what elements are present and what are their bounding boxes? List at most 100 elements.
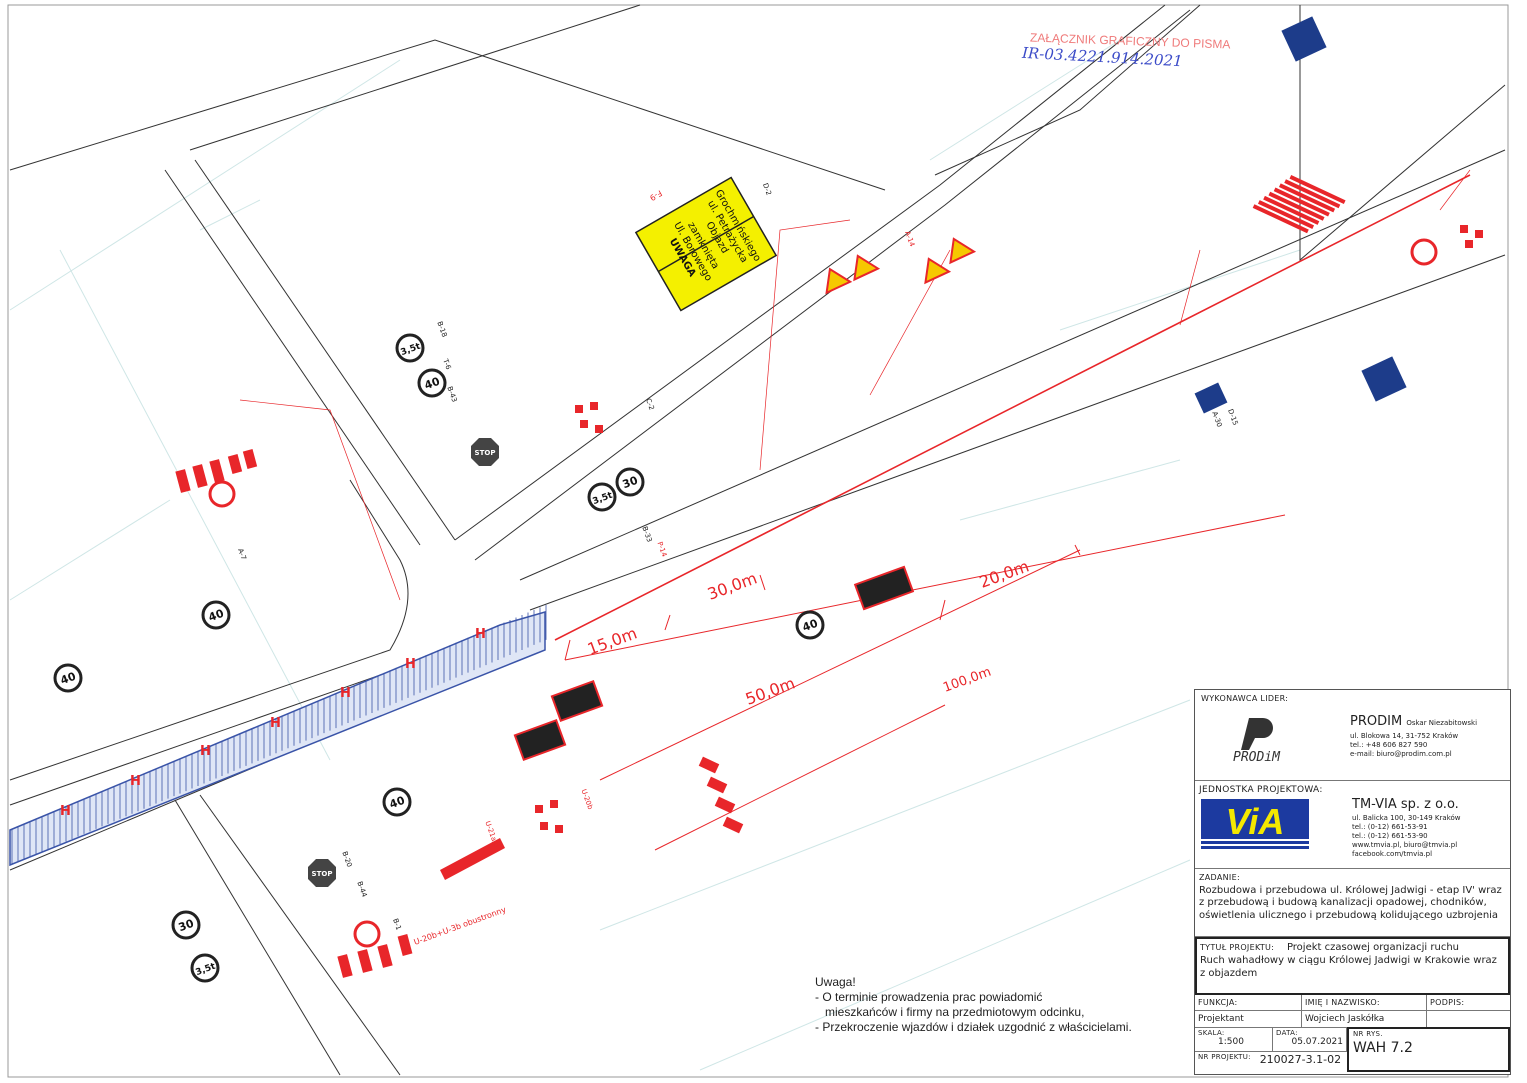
pedestrian-crossing-signs (1194, 16, 1407, 414)
designer-name: TM-VIA sp. z o.o. (1352, 797, 1459, 812)
zebra-stripe (1273, 187, 1330, 217)
sign-weight: 3,5t (587, 482, 617, 512)
sign-code-label: P-14 (655, 541, 668, 559)
svg-text:H: H (340, 686, 351, 701)
contractor-name: PRODIM (1350, 714, 1403, 729)
note-line: - Przekroczenie wjazdów i działek uzgodn… (815, 1020, 1132, 1034)
sign-code-label: B-33 (640, 525, 653, 543)
sign-code-label: A-30 (1210, 410, 1223, 428)
sign-code-label-a14: A-14 (903, 230, 916, 248)
contractor-label: WYKONAWCA LIDER: (1201, 694, 1289, 703)
detour-label: U-20b+U-3b obustronny (413, 905, 508, 947)
sign-code-label: D-2 (761, 182, 773, 196)
sign-code-label: A-7 (236, 547, 247, 561)
designer-label: JEDNOSTKA PROJEKTOWA: (1199, 785, 1323, 795)
sheet-border (7, 4, 1509, 1078)
sign-value: 40 (59, 670, 78, 688)
signature-label: PODPIS: (1427, 995, 1510, 1011)
sign-speed40: 40 (417, 368, 447, 398)
project-number-label: NR PROJEKTU: (1198, 1053, 1251, 1061)
designer-address: ul. Balicka 100, 30-149 Kraków (1352, 814, 1461, 822)
sign-code: F-9 (648, 188, 663, 202)
name-label: IMIĘ I NAZWISKO: (1302, 995, 1427, 1011)
red-guides (239, 169, 1471, 851)
designer-section: JEDNOSTKA PROJEKTOWA: ViA TM-VIA sp. z o… (1195, 781, 1510, 869)
pedestrian-crossing (1252, 175, 1346, 234)
stop-text: STOP (312, 870, 333, 878)
sign-code-label: U-20b (580, 788, 595, 811)
designer-web: www.tmvia.pl, biuro@tmvia.pl (1352, 841, 1458, 849)
stop-sign: STOP (308, 859, 336, 887)
svg-text:H: H (405, 657, 416, 672)
sign-value: 40 (207, 607, 226, 625)
project-title: Projekt czasowej organizacji ruchu (1286, 942, 1459, 953)
sign-code-label: B-1 (391, 917, 403, 931)
designer-phone: tel.: (0-12) 661-53-90 (1352, 832, 1428, 840)
drawing-number-cell: NR RYS. WAH 7.2 (1347, 1027, 1510, 1072)
prodim-logo-text: PRODiM (1233, 750, 1280, 765)
sign-speed40: 40 (53, 663, 83, 693)
svg-text:H: H (200, 744, 211, 759)
sign-code-label: B-44 (355, 880, 368, 899)
zebra-stripe (1257, 200, 1315, 230)
svg-text:H: H (60, 804, 71, 819)
designer-phone: tel.: (0-12) 661-53-91 (1352, 823, 1428, 831)
barriers (175, 225, 1483, 978)
svg-text:H: H (270, 716, 281, 731)
dim-15m: 15,0m (585, 623, 640, 658)
scale-label: SKALA: (1198, 1029, 1225, 1037)
note-line: mieszkańców i firmy na przedmiotowym odc… (825, 1005, 1085, 1019)
sign-weight: 3,5t (190, 953, 220, 983)
notes: Uwaga! - O terminie prowadzenia prac pow… (815, 975, 1132, 1035)
task-label: ZADANIE: (1199, 873, 1240, 882)
function-label: FUNKCJA: (1195, 995, 1302, 1011)
road-edges (9, 4, 1506, 1076)
dim-30m: 30,0m (705, 568, 760, 603)
contractor-email: e-mail: biuro@prodim.com.pl (1350, 750, 1452, 758)
zebra-stripe (1289, 175, 1346, 205)
zebra-stripe (1278, 183, 1336, 213)
zebra-stripe (1284, 179, 1341, 209)
date-value: 05.07.2021 (1291, 1037, 1343, 1047)
function-value: Projektant (1195, 1011, 1302, 1028)
dim-100m: 100,0m (941, 665, 993, 696)
sign-value: 40 (388, 794, 407, 812)
sign-code-label: T-6 (441, 357, 453, 371)
designer-facebook: facebook.com/tmvia.pl (1352, 850, 1433, 858)
sign-code-label: B-20 (340, 850, 353, 868)
sign-speed30: 30 (171, 910, 201, 940)
no-entry-sign (353, 920, 381, 948)
project-number: 210027-3.1-02 (1259, 1053, 1342, 1066)
cancelled-signs (513, 565, 915, 762)
sign-speed30: 30 (615, 467, 645, 497)
title-block: WYKONAWCA LIDER: PRODiM PRODIM Oskar Nie… (1194, 689, 1511, 1075)
scale-value: 1:500 (1218, 1037, 1244, 1047)
contractor-address: ul. Blokowa 14, 31-752 Kraków (1350, 732, 1459, 740)
detour-info-sign: UWAGA Ul. Borowego zamknięta Objazd ul. … (634, 176, 778, 312)
scale-cell: SKALA: 1:500 (1195, 1028, 1273, 1052)
sign-code-label: U-21a/b (483, 820, 500, 849)
cadastral-lines (9, 39, 1301, 1071)
zebra-stripe (1252, 204, 1309, 234)
drawing-number: WAH 7.2 (1353, 1040, 1413, 1056)
task-section: ZADANIE: Rozbudowa i przebudowa ul. Król… (1195, 869, 1510, 937)
contractor-owner: Oskar Niezabitowski (1406, 719, 1478, 727)
project-title-label: TYTUŁ PROJEKTU: (1200, 943, 1275, 952)
hatch-lines (11, 604, 547, 865)
project-subtitle: Ruch wahadłowy w ciągu Królowej Jadwigi … (1200, 955, 1497, 979)
sign-value: 40 (801, 617, 820, 635)
no-entry-sign (1410, 238, 1438, 266)
warning-signs (825, 237, 977, 295)
sign-code-label: C-2 (644, 397, 656, 411)
sign-speed40: 40 (201, 600, 231, 630)
date-label: DATA: (1276, 1029, 1298, 1037)
sign-code-label: B-43 (445, 385, 458, 403)
sign-code-label-d15: D-15 (1226, 408, 1239, 427)
tmvia-logo: ViA (1201, 799, 1309, 849)
notes-title: Uwaga! (815, 975, 856, 989)
project-title-section: TYTUŁ PROJEKTU: Projekt czasowej organiz… (1195, 937, 1510, 995)
stop-text: STOP (475, 449, 496, 457)
signature-field (1427, 1011, 1510, 1028)
sign-weight: 3,5t (395, 333, 425, 363)
